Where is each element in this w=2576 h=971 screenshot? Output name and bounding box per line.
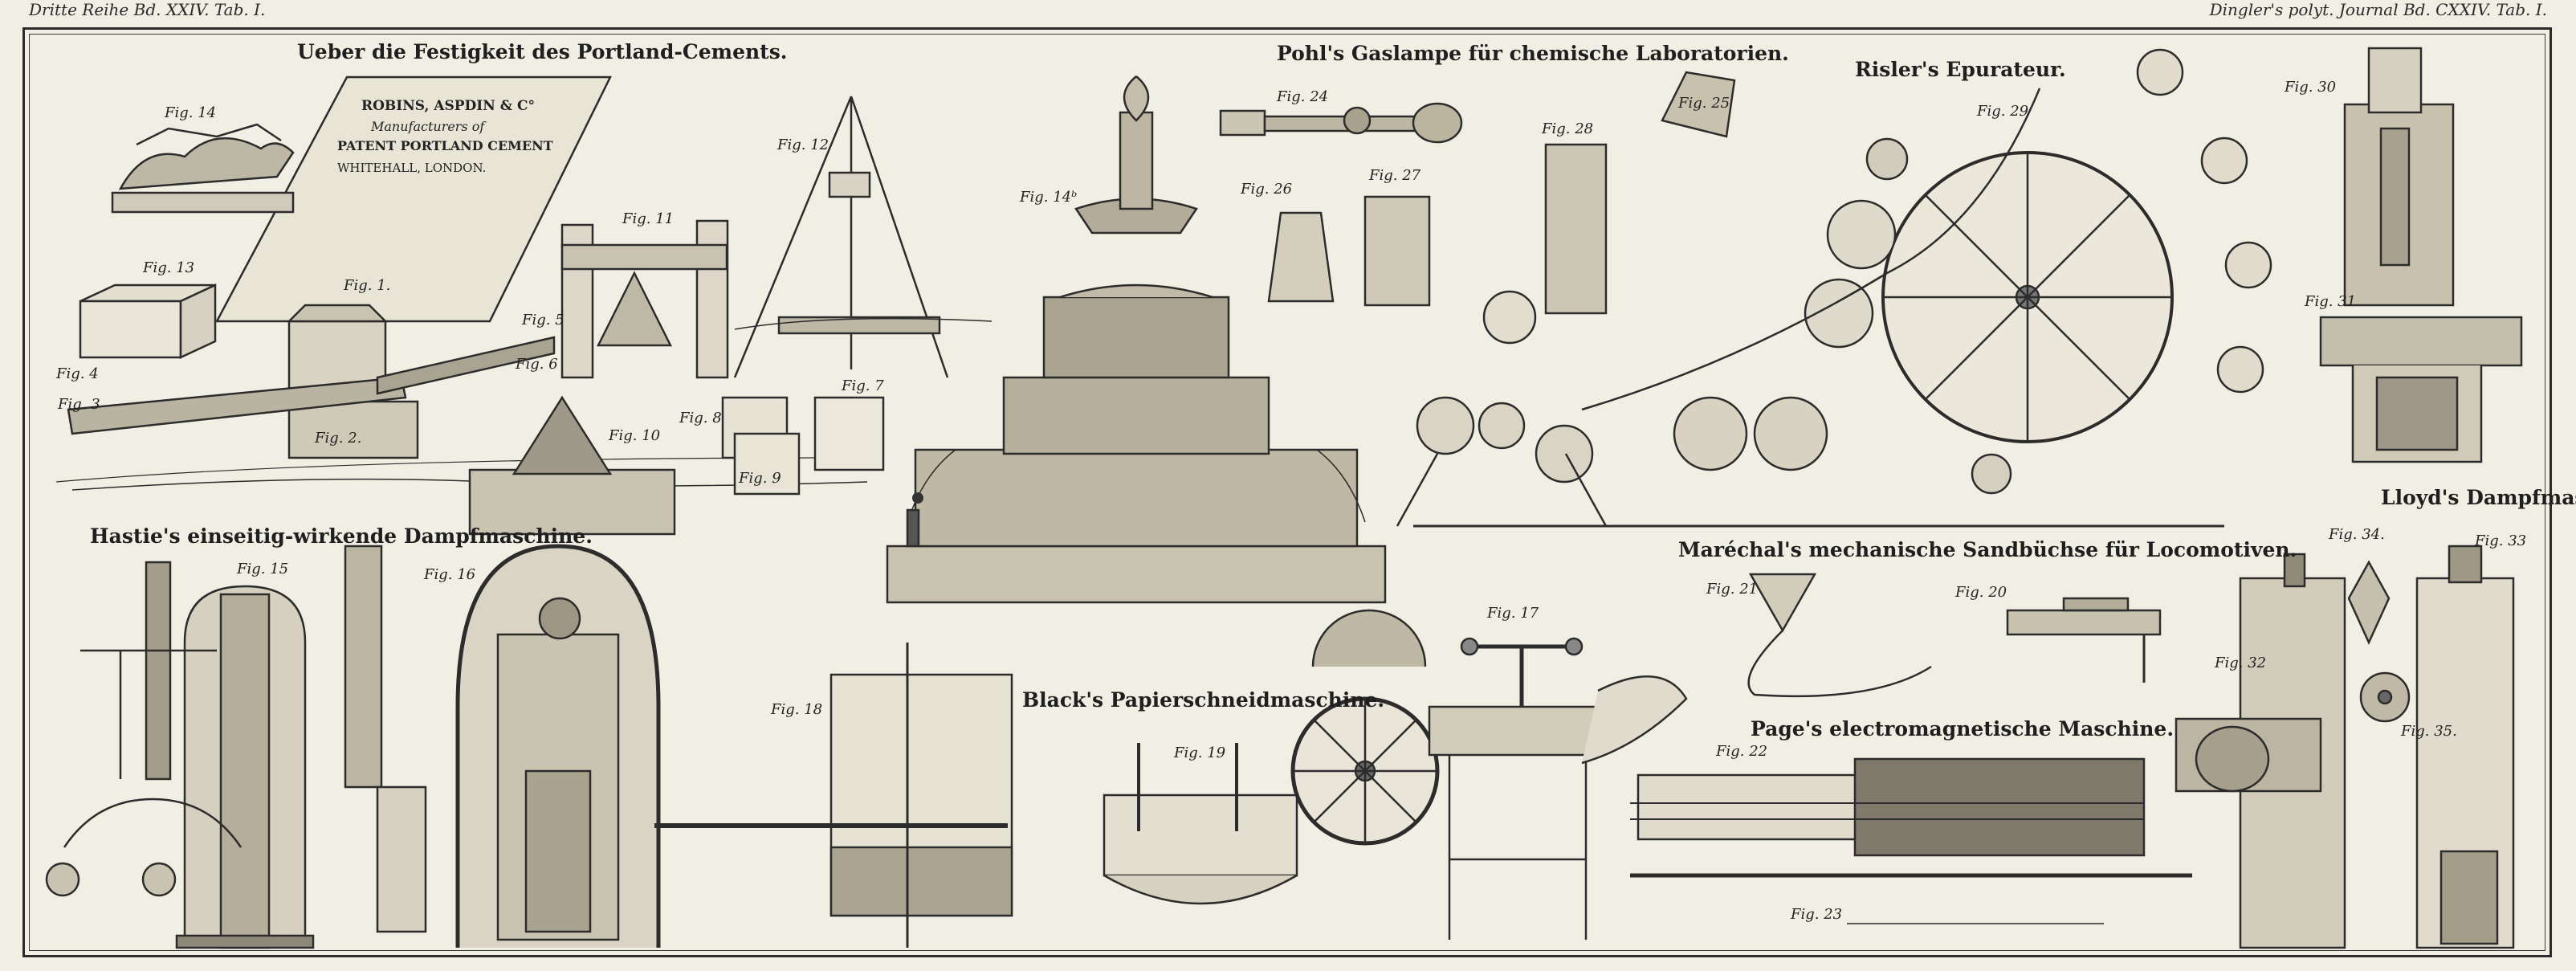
label-fig13: Fig. 13: [143, 259, 195, 276]
figure-person: [912, 492, 923, 504]
electromagnetic-machine-fig22: [1630, 757, 2192, 878]
title-page-machine: Page's electromagnetische Maschine.: [1751, 717, 2175, 740]
label-fig30: Fig. 30: [2285, 79, 2337, 96]
cement-block-fig13: [79, 284, 217, 359]
label-fig14b: Fig. 14ᵇ: [1020, 189, 1078, 206]
label-fig25: Fig. 25: [1678, 95, 1730, 112]
label-fig14: Fig. 14: [165, 104, 217, 121]
label-fig16: Fig. 16: [424, 566, 476, 583]
lloyd-wheel-fig35: [2359, 671, 2411, 723]
label-fig24: Fig. 24: [1277, 88, 1329, 105]
press-machine-fig17: [1290, 609, 1688, 940]
label-fig19: Fig. 19: [1174, 745, 1226, 761]
sand-box-fig21: [1747, 573, 1932, 698]
sand-box-fig20: [2006, 597, 2162, 683]
label-fig29: Fig. 29: [1977, 103, 2029, 120]
lloyd-engine-fig32: [2175, 553, 2346, 949]
label-fig4: Fig. 4: [56, 365, 99, 382]
label-fig27: Fig. 27: [1369, 167, 1421, 184]
label-fig7: Fig. 7: [842, 377, 884, 394]
tripod-fig12: [733, 96, 992, 378]
advert-line-address: WHITEHALL, LONDON.: [337, 161, 487, 175]
label-fig10: Fig. 10: [609, 427, 661, 444]
plate-header-left: Dritte Reihe Bd. XXIV. Tab. I.: [29, 0, 266, 19]
title-marechal-sandbox: Maréchal's mechanische Sandbüchse für Lo…: [1678, 538, 2297, 561]
label-fig28: Fig. 28: [1542, 120, 1594, 137]
title-black-paper-cutter: Black's Papierschneidmaschine.: [1022, 688, 1385, 712]
label-fig22: Fig. 22: [1716, 743, 1768, 760]
paper-cutter-fig18: [654, 643, 1013, 948]
title-portland-cement: Ueber die Festigkeit des Portland-Cement…: [297, 40, 788, 63]
label-fig18: Fig. 18: [771, 701, 823, 718]
hastie-engine-fig15: [45, 545, 427, 949]
lloyd-detail-fig34: [2347, 560, 2391, 646]
label-fig23: Fig. 23: [1791, 906, 1843, 923]
label-fig20: Fig. 20: [1955, 584, 2007, 601]
test-frame-fig11: [560, 219, 729, 379]
label-fig11: Fig. 11: [622, 210, 675, 227]
advert-line-product: PATENT PORTLAND CEMENT: [337, 138, 553, 153]
testing-machine-fig1: [67, 304, 556, 459]
label-fig1: Fig. 1.: [344, 277, 391, 294]
cement-cubes-fig7-8-9: [721, 396, 885, 496]
lamp-chimney-fig28: [1544, 143, 1608, 315]
label-fig17: Fig. 17: [1487, 605, 1539, 622]
label-fig31: Fig. 31: [2305, 293, 2357, 310]
lloyd-engine-fig30: [2343, 47, 2455, 307]
lloyd-engine-fig33: [2415, 545, 2515, 949]
label-fig3: Fig. 3: [58, 396, 100, 413]
label-fig32: Fig. 32: [2215, 655, 2267, 671]
title-lloyd-engine: Lloyd's Dampfmaschine.: [2381, 486, 2576, 509]
label-fig8: Fig. 8: [679, 410, 722, 426]
hastie-engine-fig16: [455, 544, 661, 948]
weight-pyramid-fig10: [468, 395, 676, 536]
lamp-burner-fig27: [1363, 195, 1431, 307]
label-fig5: Fig. 5: [522, 312, 565, 328]
title-hastie-engine: Hastie's einseitig-wirkende Dampfmaschin…: [90, 524, 593, 548]
title-risler-epurateur: Risler's Epurateur.: [1855, 58, 2066, 81]
label-fig9: Fig. 9: [739, 470, 781, 487]
label-fig26: Fig. 26: [1241, 181, 1293, 198]
fountain-fig14b: [886, 75, 1387, 604]
label-fig15: Fig. 15: [237, 561, 289, 577]
advert-line-manufacturers: Manufacturers of: [371, 119, 485, 134]
label-fig2: Fig. 2.: [315, 430, 362, 447]
plate-header-right: Dingler's polyt. Journal Bd. CXXIV. Tab.…: [2209, 0, 2547, 19]
paper-cutter-blade-fig19: [1103, 743, 1298, 905]
horse-sculpture-fig14: [111, 123, 295, 214]
lloyd-valve-fig31: [2319, 316, 2523, 463]
label-fig35: Fig. 35.: [2401, 723, 2457, 740]
plate-inner-border: [29, 34, 2545, 951]
label-fig34: Fig. 34.: [2329, 526, 2385, 543]
epurateur-fig29: [1396, 48, 2272, 528]
cement-advert-board: [214, 75, 613, 323]
advert-line-company: ROBINS, ASPDIN & C°: [361, 98, 536, 114]
label-fig21: Fig. 21: [1706, 581, 1759, 598]
title-pohl-gas-lamp: Pohl's Gaslampe für chemische Laboratori…: [1277, 42, 1789, 65]
plate-border: [22, 27, 2552, 957]
label-fig12: Fig. 12: [777, 137, 829, 153]
lamp-burner-fig26: [1267, 211, 1335, 303]
gas-lamp-fig24: [1219, 102, 1463, 144]
label-fig6: Fig. 6: [516, 356, 558, 373]
label-fig33: Fig. 33: [2475, 532, 2527, 549]
